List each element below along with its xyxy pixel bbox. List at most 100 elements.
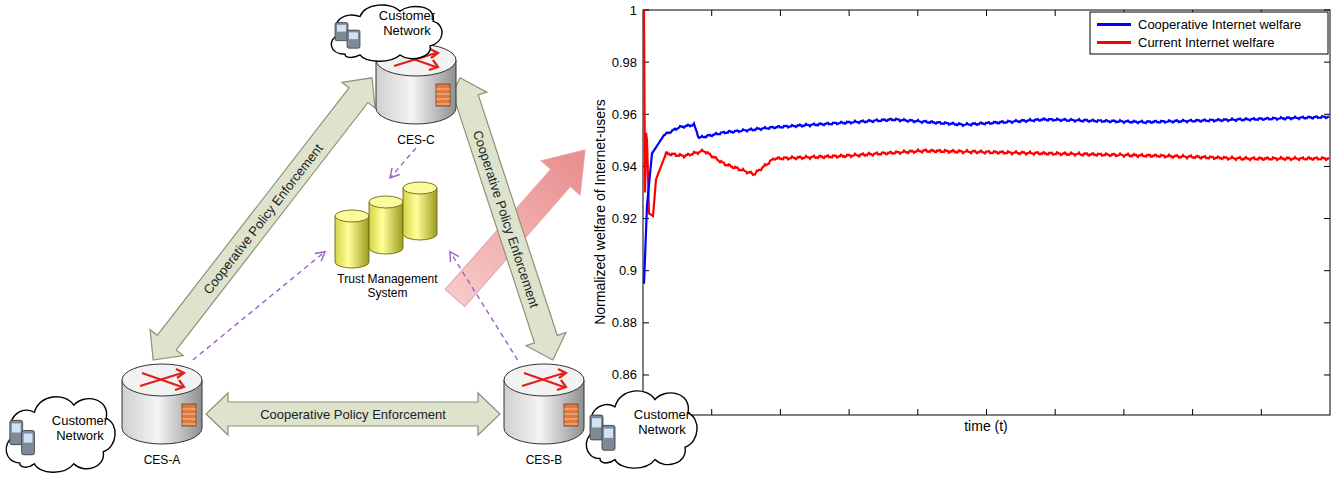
tick-label: 0.9 xyxy=(619,263,637,278)
dashed-line xyxy=(390,148,416,178)
firewall-icon xyxy=(564,404,578,426)
brick-line xyxy=(436,104,450,105)
brick-line xyxy=(182,409,196,410)
tick xyxy=(1324,270,1330,271)
phone-icon xyxy=(602,425,615,450)
router-arrowhead xyxy=(175,380,184,390)
cylinder-body xyxy=(403,188,437,240)
cloud-label: Customer Network xyxy=(373,9,441,39)
policy-arrow xyxy=(447,78,566,360)
router-top xyxy=(376,44,456,76)
tick-label: 1 xyxy=(630,3,637,18)
router-label: CES-A xyxy=(118,452,206,468)
phone-screen xyxy=(337,25,346,32)
cloud-outline xyxy=(586,391,697,468)
brick-line xyxy=(436,94,450,95)
router-node: CES-B xyxy=(500,360,588,468)
phone-icon xyxy=(335,23,348,41)
router-top xyxy=(504,364,584,396)
phone-icon xyxy=(10,420,23,444)
router-arrowhead xyxy=(429,60,438,70)
arrow-body xyxy=(206,393,500,435)
tick xyxy=(1055,409,1056,415)
tick xyxy=(986,409,987,415)
brick-line xyxy=(436,99,450,100)
brick-line xyxy=(182,414,196,415)
cloud-outline xyxy=(6,397,115,473)
router-arrow xyxy=(396,53,436,67)
brick-line xyxy=(182,424,196,425)
phone-icon xyxy=(22,430,35,454)
router-arrow xyxy=(394,53,436,66)
tick xyxy=(643,374,649,375)
edge-label: Cooperative Policy Enforcement xyxy=(200,141,326,297)
tick xyxy=(1324,166,1330,167)
firewall-icon xyxy=(182,404,196,426)
legend-text: Cooperative Internet welfare xyxy=(1138,17,1301,32)
cloud-label: Customer Network xyxy=(46,414,114,444)
tick-label: 0.92 xyxy=(612,211,637,226)
brick-line xyxy=(564,424,578,425)
database-icon xyxy=(325,178,450,270)
tick xyxy=(1123,409,1124,415)
dashed-line xyxy=(193,252,325,360)
tick xyxy=(1324,10,1330,11)
axis-label: Normalized welfare of Internet-users xyxy=(593,99,608,325)
router-arrow xyxy=(522,373,564,386)
router-label: CES-B xyxy=(500,452,588,468)
tick xyxy=(1324,322,1330,323)
phone-screen xyxy=(604,429,613,438)
brick-line xyxy=(436,89,450,90)
router-arrowhead xyxy=(557,380,566,390)
cylinder-top xyxy=(403,182,437,194)
brick-line xyxy=(564,409,578,410)
legend-box xyxy=(1090,12,1328,54)
cloud-label: Customer Network xyxy=(628,408,696,438)
chart-curves xyxy=(644,10,1329,284)
cylinder-body xyxy=(335,216,369,268)
policy-arrow xyxy=(150,78,375,360)
tick-label: 0.88 xyxy=(612,315,637,330)
cooperative-welfare-curve xyxy=(644,116,1329,284)
tick xyxy=(711,10,712,16)
cylinder-top xyxy=(369,196,403,208)
cloud-outline xyxy=(331,5,442,61)
router-label: CES-C xyxy=(372,132,460,148)
edge-label: Cooperative Policy Enforcement xyxy=(260,407,446,422)
customer-network-cloud: Customer Network xyxy=(325,0,445,64)
trust-database: Trust Management System xyxy=(325,178,450,301)
customer-network-cloud: Customer Network xyxy=(0,390,118,476)
legend-text: Current Internet welfare xyxy=(1138,35,1275,50)
legend-swatch xyxy=(1097,23,1131,26)
arrowhead xyxy=(315,252,325,262)
database-label: Trust Management System xyxy=(332,272,444,301)
tick xyxy=(643,322,649,323)
brick-line xyxy=(564,414,578,415)
tick xyxy=(1324,62,1330,63)
trust-report-arrow xyxy=(193,252,325,360)
router-arrowhead xyxy=(558,369,566,378)
tick xyxy=(917,10,918,16)
phone-screen xyxy=(349,32,358,39)
arrow-body xyxy=(447,78,566,360)
tick xyxy=(1192,409,1193,415)
tick xyxy=(849,409,850,415)
router-icon xyxy=(118,360,206,450)
chart-axes xyxy=(643,10,1330,415)
arrowhead xyxy=(390,168,400,178)
router-arrow xyxy=(524,373,564,387)
tick xyxy=(1324,374,1330,375)
router-arrow xyxy=(140,373,182,386)
tick xyxy=(917,409,918,415)
arrowhead xyxy=(450,252,459,262)
phone-screen xyxy=(24,434,33,443)
arrow-body xyxy=(150,78,375,360)
phone-icon xyxy=(347,30,360,48)
brick-line xyxy=(564,419,578,420)
router-arrowhead xyxy=(176,369,184,378)
phone-screen xyxy=(12,423,21,432)
tick-label: 0.98 xyxy=(612,55,637,70)
firewall-icon xyxy=(436,84,450,106)
axis-ticks xyxy=(643,10,1330,415)
tick xyxy=(1055,10,1056,16)
